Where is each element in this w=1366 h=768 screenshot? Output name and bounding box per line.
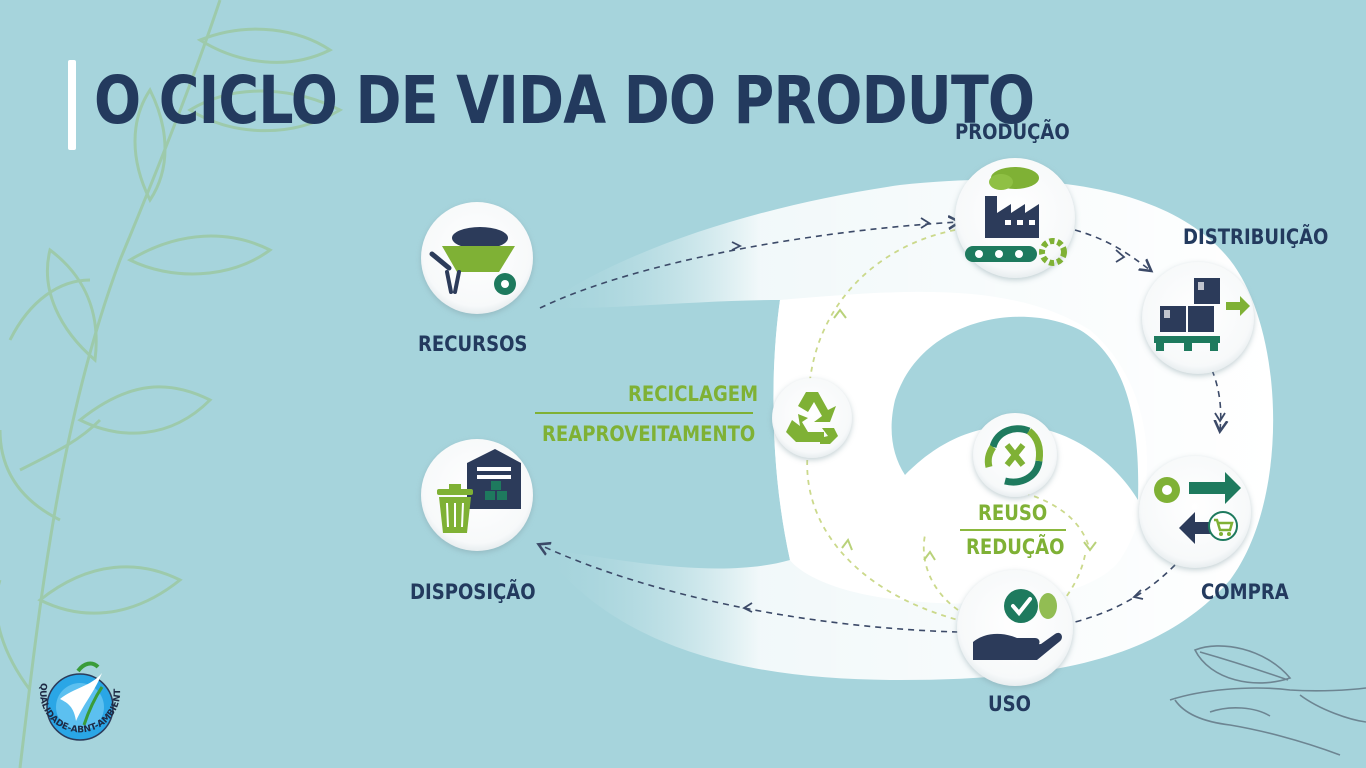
page-title: O CICLO DE VIDA DO PRODUTO xyxy=(94,62,1035,139)
abnt-logo xyxy=(46,661,114,741)
label-recursos: RECURSOS xyxy=(418,332,528,356)
label-producao: PRODUÇÃO xyxy=(955,120,1070,144)
recycling-arrow-heads xyxy=(833,308,1097,561)
label-distribuicao: DISTRIBUIÇÃO xyxy=(1183,225,1329,249)
hand-leaf-decoration xyxy=(1169,645,1366,756)
hand-check-icon xyxy=(957,570,1073,686)
divider-reciclagem xyxy=(535,412,753,414)
label-reaproveitamento: REAPROVEITAMENTO xyxy=(542,422,756,446)
warehouse-trash-icon xyxy=(421,439,533,551)
title-accent-bar xyxy=(68,60,76,150)
boxes-pallet-icon xyxy=(1142,262,1254,374)
recycle-icon xyxy=(772,378,852,458)
label-reuso: REUSO xyxy=(978,501,1048,525)
cycle-arrow-heads xyxy=(731,217,1226,613)
label-reducao: REDUÇÃO xyxy=(966,535,1065,559)
label-uso: USO xyxy=(988,692,1032,716)
label-compra: COMPRA xyxy=(1201,580,1289,604)
label-reciclagem: RECICLAGEM xyxy=(628,382,759,406)
wheelbarrow-icon xyxy=(421,202,533,314)
shopping-exchange-icon xyxy=(1139,456,1251,568)
reuse-arrows-icon xyxy=(973,413,1057,497)
leaf-decoration xyxy=(0,0,344,768)
divider-reuso xyxy=(960,529,1066,531)
cycle-band xyxy=(540,179,1274,681)
cycle-arrows xyxy=(540,222,1221,633)
label-disposicao: DISPOSIÇÃO xyxy=(410,580,536,604)
factory-icon xyxy=(955,158,1075,278)
